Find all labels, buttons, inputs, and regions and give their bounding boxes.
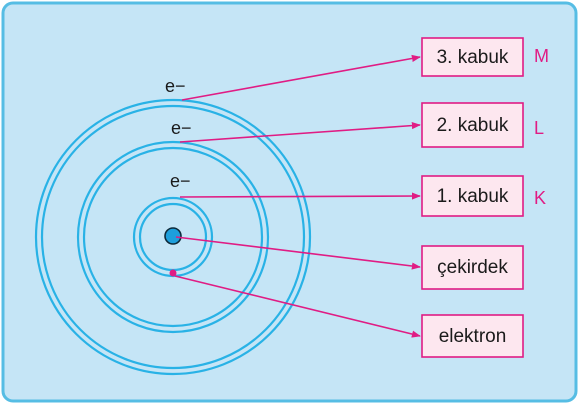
- pointer-shell-2: [179, 121, 421, 143]
- electron-dot: [169, 269, 177, 277]
- label-box-shell-3: 3. kabuk: [421, 37, 524, 77]
- shell-2-orbit: [76, 140, 270, 334]
- electron-symbol-shell-3: e−: [165, 76, 186, 96]
- pointer-shell-1: [179, 192, 421, 200]
- label-box-shell-2: 2. kabuk: [421, 102, 524, 148]
- tag-shell-2: L: [534, 118, 544, 138]
- pointer-electron: [174, 275, 421, 338]
- shell-3-orbit: [34, 98, 312, 376]
- electron-symbol-shell-2: e−: [171, 118, 192, 138]
- tag-shell-1: K: [534, 188, 546, 208]
- label-electron: elektron: [439, 326, 507, 347]
- label-box-shell-1: 1. kabuk: [421, 175, 524, 217]
- label-shell-2: 2. kabuk: [437, 115, 509, 136]
- electron-symbol-shell-1: e−: [170, 171, 191, 191]
- label-shell-1: 1. kabuk: [437, 186, 509, 207]
- label-nucleus: çekirdek: [437, 257, 508, 278]
- pointer-shell-3: [181, 54, 421, 101]
- label-box-electron: elektron: [421, 314, 524, 358]
- nucleus: [164, 227, 182, 245]
- label-shell-3: 3. kabuk: [437, 47, 509, 68]
- tag-shell-3: M: [534, 46, 549, 66]
- pointer-nucleus: [175, 236, 421, 270]
- label-box-nucleus: çekirdek: [421, 245, 524, 290]
